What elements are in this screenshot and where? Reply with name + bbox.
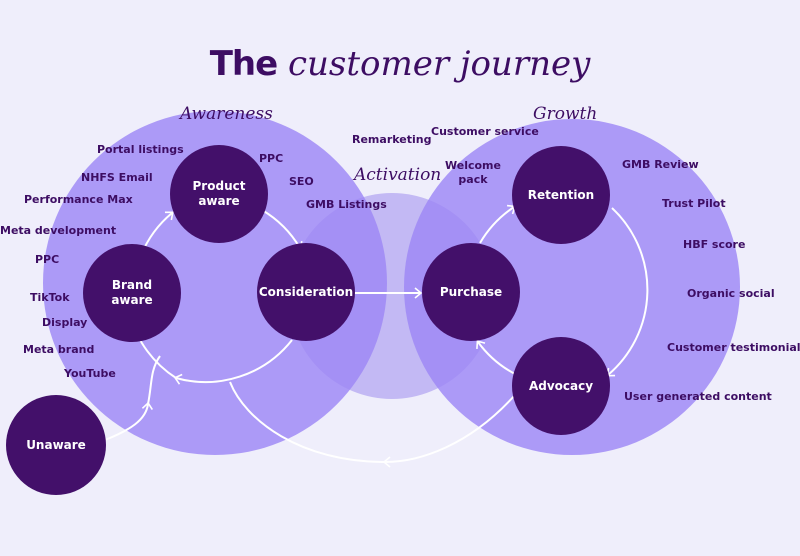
node-product-aware: Product aware xyxy=(170,145,268,243)
stage-growth: Growth xyxy=(533,104,598,124)
flow-line-consideration-to-brand xyxy=(173,339,293,385)
node-unaware: Unaware xyxy=(6,395,106,495)
title-italic: customer journey xyxy=(287,44,591,84)
label-performance-max: Performance Max xyxy=(24,193,133,206)
node-retention: Retention xyxy=(512,146,610,244)
title-bold: The xyxy=(209,44,278,84)
label-remarketing: Remarketing xyxy=(352,133,432,146)
flow-line-advocacy-to-awareness xyxy=(382,394,516,468)
label-customer-service: Customer service xyxy=(431,125,539,138)
label-welcome-pack: Welcome pack xyxy=(445,159,501,186)
flow-line-unaware-to-brand xyxy=(104,401,154,441)
node-brand-aware: Brand aware xyxy=(83,244,181,342)
label-gmb-listings: GMB Listings xyxy=(306,198,387,211)
stage-awareness: Awareness xyxy=(180,104,273,124)
awareness-circle xyxy=(43,111,387,455)
label-gmb-review: GMB Review xyxy=(622,158,699,171)
label-seo: SEO xyxy=(289,175,314,188)
flow-line-unaware-stem xyxy=(147,355,161,405)
stage-activation: Activation xyxy=(354,165,442,185)
flow-line-retention-to-advocacy xyxy=(606,207,649,377)
page-title: The customer journey xyxy=(0,40,800,88)
node-purchase: Purchase xyxy=(422,243,520,341)
growth-circle xyxy=(404,119,740,455)
label-display: Display xyxy=(42,316,88,329)
flow-line-purchase-to-retention xyxy=(479,204,516,244)
label-ppc-top: PPC xyxy=(259,152,284,165)
label-ppc-left: PPC xyxy=(35,253,60,266)
label-hbf-score: HBF score xyxy=(683,238,746,251)
label-trust-pilot: Trust Pilot xyxy=(662,197,726,210)
label-portal-listings: Portal listings xyxy=(97,143,184,156)
node-advocacy: Advocacy xyxy=(512,337,610,435)
label-nhfs-email: NHFS Email xyxy=(81,171,153,184)
label-youtube: YouTube xyxy=(64,367,116,380)
label-customer-testimonial: Customer testimonial xyxy=(667,341,800,354)
label-organic-social: Organic social xyxy=(687,287,775,300)
node-consideration: Consideration xyxy=(257,243,355,341)
label-user-generated-content: User generated content xyxy=(624,390,772,403)
label-tiktok: TikTok xyxy=(30,291,70,304)
label-meta-brand: Meta brand xyxy=(23,343,95,356)
flow-line-advocacy-return xyxy=(229,381,386,463)
label-meta-development: Meta development xyxy=(0,224,117,237)
